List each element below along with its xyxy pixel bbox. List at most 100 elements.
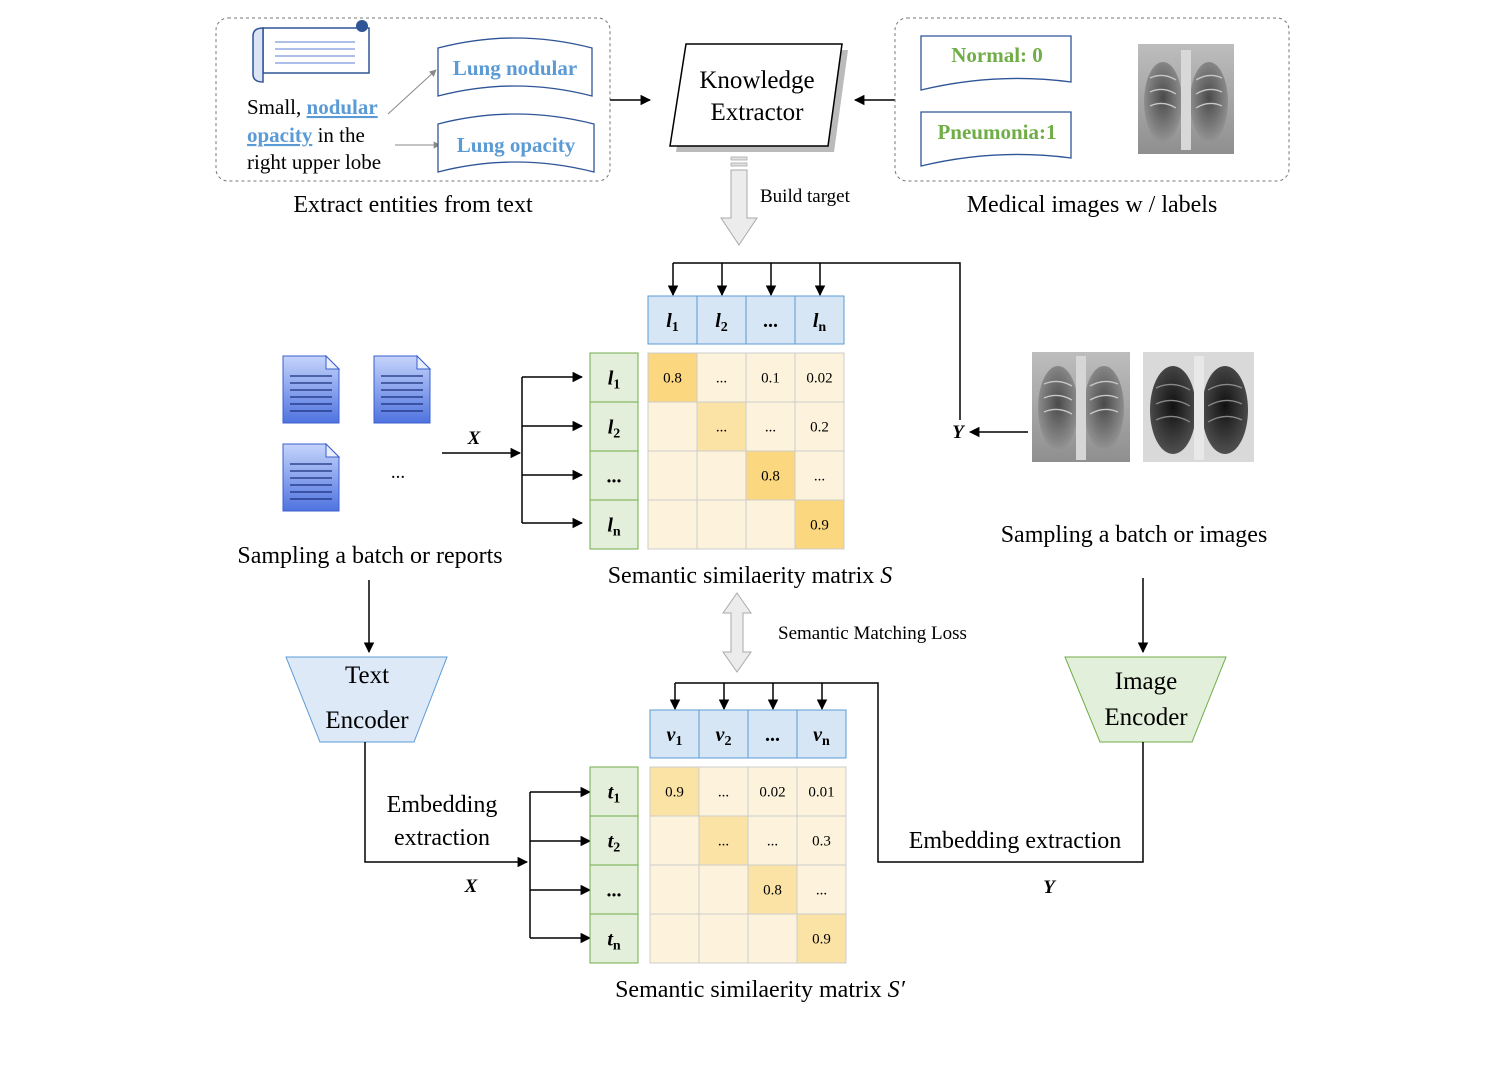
- entity-highlight-opacity: opacity: [247, 123, 313, 147]
- matrix-cell: [647, 499, 698, 550]
- embedding-right-label: Embedding extraction: [909, 828, 1122, 854]
- row-header-cell: [589, 864, 639, 915]
- col-header-cell: [796, 709, 847, 759]
- report-document-icon-1: [282, 354, 341, 424]
- row-header-cell: [589, 499, 639, 550]
- build-target-label: Build target: [760, 186, 851, 207]
- col-header-cell: [747, 709, 798, 759]
- matrix-cell: [745, 499, 796, 550]
- knowledge-extractor-box: [669, 43, 843, 147]
- matching-loss-label: Semantic Matching Loss: [778, 623, 967, 644]
- row-header-label: t2: [608, 831, 621, 856]
- matrix-cell: [698, 864, 749, 915]
- col-header-label: ...: [763, 310, 778, 332]
- matrix-cell: [649, 766, 700, 817]
- matrix-cell-value: 0.2: [810, 420, 829, 436]
- row-header-cell: [589, 815, 639, 866]
- text-embedding-path: [364, 742, 529, 868]
- matrix-s-caption: Semantic similaerity matrix S: [608, 563, 893, 589]
- matrix-cell: [698, 815, 749, 866]
- y-label-bottom: Y: [1043, 877, 1057, 898]
- col-header-cell: [698, 709, 749, 759]
- col-header-cell: [647, 295, 698, 345]
- matrix-cell-value: 0.9: [812, 932, 831, 948]
- matrix-cell-value: ...: [718, 785, 729, 801]
- row-header-cell: [589, 913, 639, 964]
- x-label-bottom: X: [464, 876, 479, 897]
- row-header-label: t1: [608, 782, 621, 807]
- row-header-cell: [589, 766, 639, 817]
- matrix-cell-value: 0.8: [663, 371, 682, 387]
- matrix-cell: [649, 815, 700, 866]
- images-caption: Sampling a batch or images: [1001, 522, 1268, 548]
- matrix-cell: [649, 864, 700, 915]
- image-encoder-label-1: Image: [1115, 668, 1177, 695]
- row-header-label: l1: [608, 368, 621, 393]
- matrix-cell-value: ...: [716, 371, 727, 387]
- matrix-cell: [745, 352, 796, 403]
- label-banner-pneumonia: [920, 111, 1072, 167]
- matrix-cell: [698, 766, 749, 817]
- embedding-left-line-1: Embedding: [387, 792, 498, 818]
- col-header-label: vn: [813, 724, 830, 749]
- report-line-1: Small, nodular: [247, 95, 378, 119]
- matrix-cell: [745, 450, 796, 501]
- col-header-cell: [649, 709, 700, 759]
- left-panel-caption: Extract entities from text: [293, 192, 533, 218]
- matrix-cell-value: 0.02: [759, 785, 785, 801]
- entity-label-1: Lung nodular: [453, 56, 577, 80]
- report-line-2: opacity in the: [247, 123, 365, 147]
- matrix-cell: [796, 815, 847, 866]
- build-target-arrow: [720, 156, 758, 246]
- entity-label-2: Lung opacity: [457, 133, 576, 157]
- col-header-label: l1: [666, 310, 679, 335]
- matrix-cell-value: 0.9: [665, 785, 684, 801]
- col-header-label: l2: [715, 310, 728, 335]
- label-banner-normal: [920, 35, 1072, 91]
- matrix-cell: [696, 499, 747, 550]
- embedding-left-line-2: extraction: [394, 825, 490, 851]
- matrix-cell-value: ...: [767, 834, 778, 850]
- col-header-cell: [696, 295, 747, 345]
- col-header-label: v1: [667, 724, 683, 749]
- matrix-cell-value: ...: [814, 469, 825, 485]
- matrix-cell: [647, 401, 698, 452]
- text-encoder-label-1: Text: [345, 662, 389, 689]
- matrix-cell: [647, 450, 698, 501]
- row-header-label: ln: [607, 515, 621, 540]
- matrix-cell: [696, 401, 747, 452]
- matrix-cell: [696, 450, 747, 501]
- matrix-cell-value: 0.01: [808, 785, 834, 801]
- chest-xray-image-1: [1032, 352, 1130, 462]
- report-document-icon-2: [373, 354, 432, 424]
- chest-xray-image-2: [1143, 352, 1254, 462]
- matrix-cell-value: 0.9: [810, 518, 829, 534]
- matrix-cell: [747, 766, 798, 817]
- chest-xray-image-top: [1138, 44, 1234, 154]
- matrix-cell: [794, 450, 845, 501]
- entity-banner-2: [437, 113, 595, 173]
- label-pneumonia: Pneumonia:1: [937, 120, 1056, 144]
- matrix-cell: [696, 352, 747, 403]
- matrix-cell: [794, 401, 845, 452]
- matrix-cell-value: ...: [816, 883, 827, 899]
- row-header-label: tn: [607, 929, 621, 954]
- matrix-cell: [794, 352, 845, 403]
- reports-caption: Sampling a batch or reports: [237, 543, 502, 569]
- right-panel-caption: Medical images w / labels: [967, 192, 1218, 218]
- matrix-cell-value: 0.02: [806, 371, 832, 387]
- matrix-cell-value: 0.1: [761, 371, 780, 387]
- x-label-top: X: [467, 428, 482, 449]
- matrix-cell-value: ...: [716, 420, 727, 436]
- row-header-label: l2: [608, 417, 621, 442]
- entity-arrow-1: [387, 69, 437, 115]
- col-header-label: v2: [716, 724, 732, 749]
- image-label-panel: [894, 17, 1290, 182]
- matrix-cell: [647, 352, 698, 403]
- col-header-label: ln: [813, 310, 827, 335]
- col-header-cell: [745, 295, 796, 345]
- entity-banner-1: [437, 37, 593, 97]
- row-header-cell: [589, 401, 639, 452]
- label-normal: Normal: 0: [951, 43, 1043, 67]
